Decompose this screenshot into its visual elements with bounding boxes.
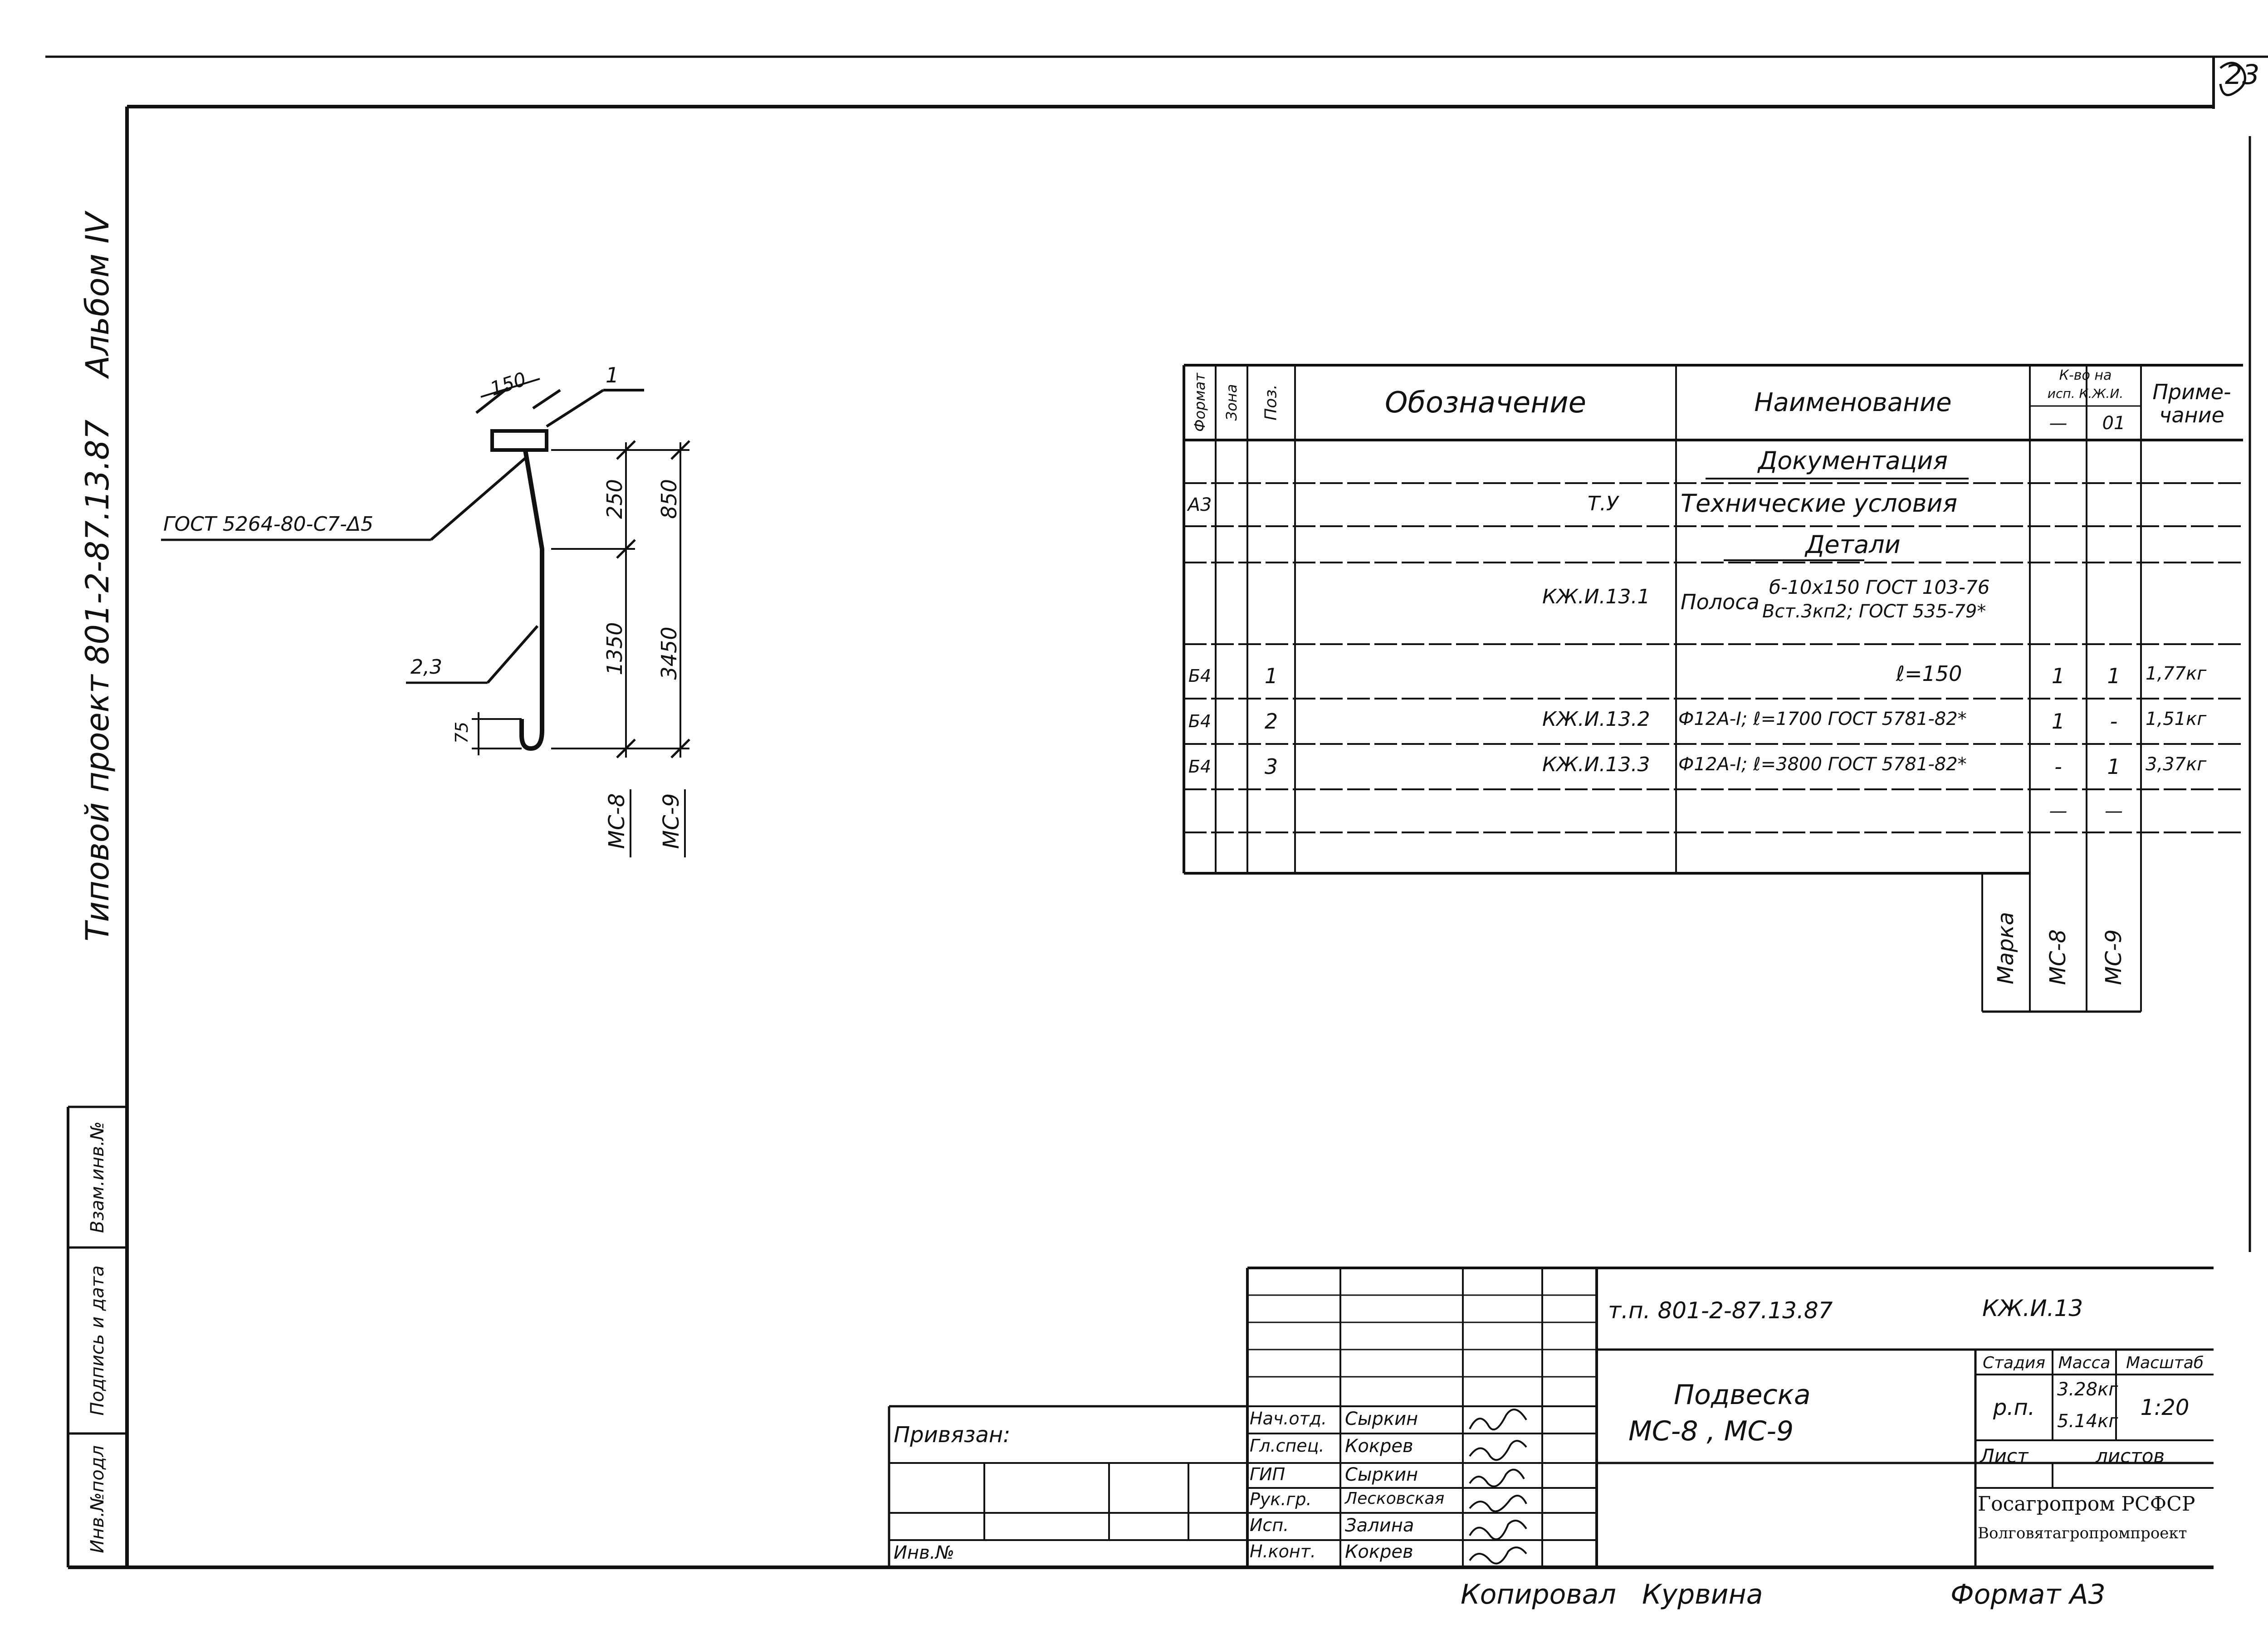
copied-label: Копировал <box>1461 1579 1616 1610</box>
row2-qa: 1 <box>2051 709 2065 734</box>
row2-pos: 2 <box>1264 709 1278 734</box>
mass-value-2: 5.14кг <box>2057 1411 2118 1432</box>
name-gl-spec: Кокрев <box>1345 1436 1413 1457</box>
hdr-designation: Обозначение <box>1384 386 1587 420</box>
dim-250: 250 <box>602 479 627 519</box>
strip-name-prefix: Полоса <box>1681 590 1760 614</box>
row3-qa: - <box>2054 754 2062 779</box>
role-gl-spec: Гл.спец. <box>1250 1436 1325 1456</box>
dim-1350: 1350 <box>602 622 627 675</box>
sheets-label: листов <box>2096 1445 2165 1467</box>
role-n-kont: Н.конт. <box>1250 1541 1316 1561</box>
row3-format: Б4 <box>1188 757 1212 777</box>
weld-note: ГОСТ 5264-80-С7-Δ5 <box>163 513 374 536</box>
sheet-label: Лист <box>1980 1445 2028 1467</box>
hdr-qty-a: — <box>2049 412 2068 434</box>
dash-b: — <box>2105 800 2123 822</box>
vzam-inv-label: Взам.инв.№ <box>87 1121 108 1233</box>
format-label: Формат А3 <box>1950 1579 2106 1610</box>
pos23-callout: 2,3 <box>411 656 442 679</box>
row1-name: ℓ=150 <box>1896 661 1962 686</box>
album-label: Альбом IV <box>79 212 116 377</box>
sign-date-label: Подпись и дата <box>87 1265 108 1416</box>
hdr-zone: Зона <box>1223 384 1240 421</box>
stage-value: р.п. <box>1993 1394 2035 1420</box>
scale-value: 1:20 <box>2140 1394 2190 1420</box>
row2-designation: КЖ.И.13.2 <box>1542 708 1650 731</box>
dim-850: 850 <box>657 479 681 519</box>
row2-note: 1,51кг <box>2146 709 2207 729</box>
tu-designation: Т.У <box>1588 492 1618 515</box>
name-isp: Залина <box>1345 1515 1414 1536</box>
hdr-qty-top: К-во на <box>2059 367 2112 383</box>
section-documentation: Документация <box>1758 446 1948 475</box>
dim-3450: 3450 <box>657 626 681 680</box>
section-parts: Детали <box>1805 530 1901 559</box>
hdr-note: Приме-чание <box>2152 380 2231 427</box>
role-gip: ГИП <box>1250 1464 1286 1484</box>
org-line-1: Госагропром РСФСР <box>1978 1492 2195 1516</box>
strip-name-line1: б-10х150 ГОСТ 103-76 <box>1769 576 1990 598</box>
tu-format: А3 <box>1188 494 1212 515</box>
hdr-pos: Поз. <box>1261 384 1281 421</box>
project-label: Типовой проект 801-2-87.13.87 <box>79 419 116 942</box>
mass-value-1: 3.28кг <box>2057 1379 2118 1400</box>
row3-designation: КЖ.И.13.3 <box>1542 753 1650 776</box>
name-ruk-gr: Лесковская <box>1345 1489 1445 1508</box>
row1-format: Б4 <box>1188 666 1212 686</box>
name-n-kont: Кокрев <box>1345 1541 1413 1562</box>
row1-qb: 1 <box>2107 664 2121 688</box>
row3-name: Ф12А-I; ℓ=3800 ГОСТ 5781-82* <box>1678 754 1967 775</box>
marka-mc8: МС-8 <box>2045 929 2071 985</box>
name-nach-otd: Сыркин <box>1345 1409 1418 1429</box>
inv-no-label: Инв.№ <box>894 1542 954 1563</box>
stage-header: Стадия <box>1982 1353 2046 1372</box>
row3-pos: 3 <box>1264 754 1278 779</box>
inv-podl-label: Инв.№подл <box>87 1445 108 1553</box>
tu-name: Технические условия <box>1681 489 1958 518</box>
row2-name: Ф12А-I; ℓ=1700 ГОСТ 5781-82* <box>1678 709 1967 729</box>
copier-name: Курвина <box>1642 1579 1763 1610</box>
row1-pos: 1 <box>1264 664 1278 688</box>
hdr-name: Наименование <box>1754 388 1952 417</box>
row1-note: 1,77кг <box>2146 663 2207 684</box>
tb-code: т.п. 801-2-87.13.87 <box>1608 1297 1833 1324</box>
strip-name-line2: Вст.3кп2; ГОСТ 535-79* <box>1762 601 1986 622</box>
row3-qb: 1 <box>2107 754 2121 779</box>
tb-sheet-code: КЖ.И.13 <box>1982 1295 2083 1321</box>
hdr-qty-mid: исп. К.Ж.И. <box>2047 386 2124 401</box>
marka-mc9: МС-9 <box>2101 929 2126 985</box>
row2-qb: - <box>2110 709 2118 734</box>
page-number: 23 <box>2225 59 2260 91</box>
tb-title-line1: Подвеска <box>1674 1379 1811 1411</box>
name-gip: Сыркин <box>1345 1464 1418 1485</box>
org-line-2: Волговятагропромпроект <box>1978 1524 2187 1542</box>
pos1-callout: 1 <box>606 363 619 387</box>
mark-mc8: МС-8 <box>604 793 630 849</box>
row2-format: Б4 <box>1188 711 1212 731</box>
role-ruk-gr: Рук.гр. <box>1250 1489 1312 1509</box>
hdr-qty-b: 01 <box>2102 412 2126 434</box>
mass-header: Масса <box>2058 1353 2111 1372</box>
strip-designation: КЖ.И.13.1 <box>1542 585 1650 608</box>
scale-header: Масштаб <box>2126 1353 2204 1372</box>
role-nach-otd: Нач.отд. <box>1250 1409 1327 1429</box>
role-isp: Исп. <box>1250 1515 1289 1535</box>
row1-qa: 1 <box>2051 664 2065 688</box>
dash-a: — <box>2049 800 2068 822</box>
hdr-format: Формат <box>1191 373 1208 432</box>
mark-mc9: МС-9 <box>659 793 684 849</box>
row3-note: 3,37кг <box>2146 754 2207 775</box>
dim-75: 75 <box>452 721 472 744</box>
marka-label: Марка <box>1993 912 2019 984</box>
tb-title-line2: МС-8 , МС-9 <box>1628 1415 1794 1447</box>
privyazan-label: Привязан: <box>894 1422 1011 1448</box>
